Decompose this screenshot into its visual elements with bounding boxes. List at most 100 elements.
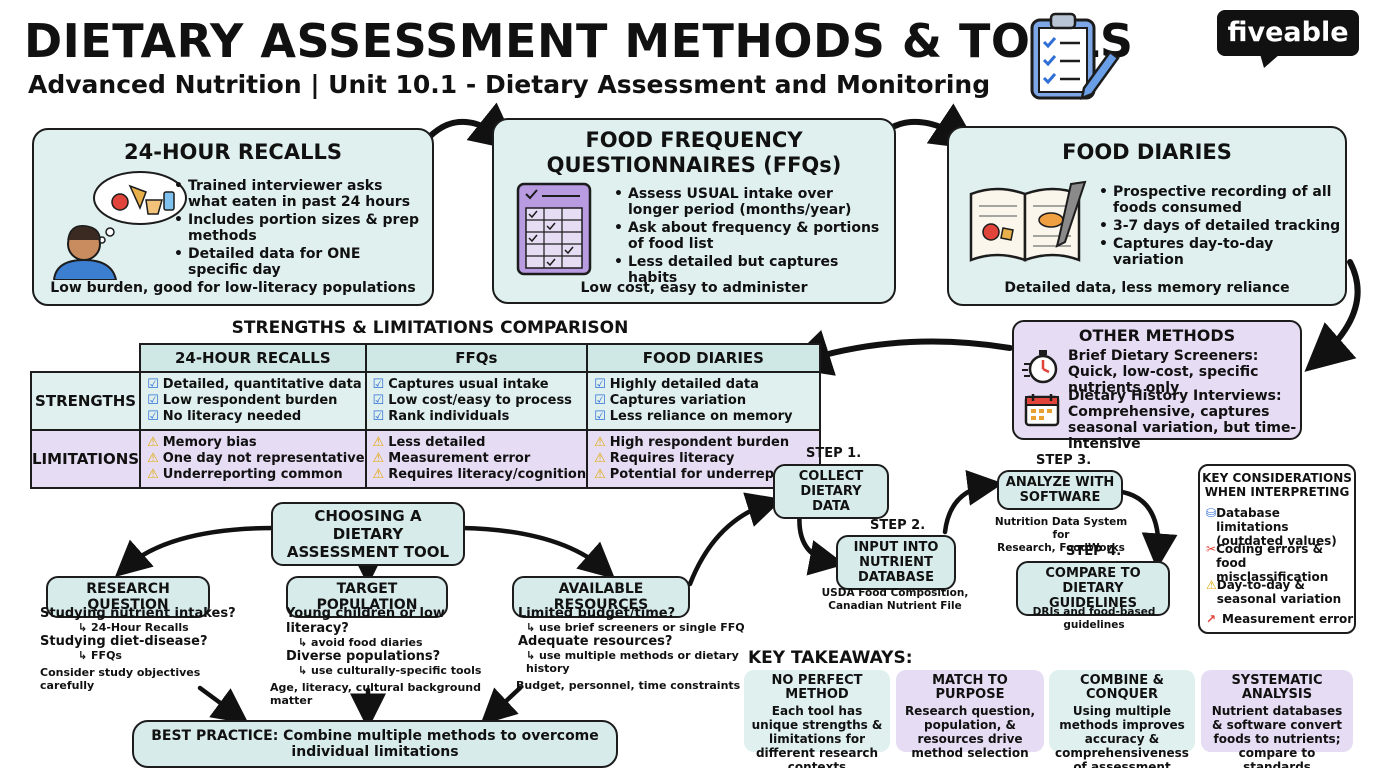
col-header-ffq: FFQs [364, 343, 589, 373]
population-q1: Young children or low literacy? [286, 606, 445, 636]
check-icon: ☑ [372, 409, 385, 424]
population-a2: use culturally-specific tools [311, 664, 482, 677]
comparison-table: 24-HOUR RECALLS FFQs FOOD DIARIES STRENG… [29, 343, 821, 489]
list-item: Ask about frequency & portions of food l… [612, 220, 888, 252]
population-a1-row: ↳ avoid food diaries [298, 636, 423, 649]
check-icon: ☑ [147, 393, 159, 408]
consideration-item: ⛁Database limitations (outdated values) [1206, 506, 1337, 548]
takeaway-card-no-perfect-method: NO PERFECT METHOD Each tool has unique s… [744, 670, 890, 768]
ffq-title: FOOD FREQUENCY QUESTIONNAIRES (FFQs) [494, 128, 894, 178]
tools-icon: ✂ [1206, 542, 1217, 556]
resources-a2: use multiple methods or dietary history [526, 649, 739, 675]
warning-icon: ⚠ [147, 451, 159, 466]
warning-icon: ⚠ [594, 467, 606, 482]
takeaway-card-systematic-analysis: SYSTEMATIC ANALYSIS Nutrient databases &… [1201, 670, 1353, 768]
key-considerations-card: KEY CONSIDERATIONS WHEN INTERPRETING ⛁Da… [1198, 464, 1356, 634]
resources-note: Budget, personnel, time constraints [516, 679, 741, 692]
step3-label: STEP 3. [1036, 453, 1092, 468]
list-item: Assess USUAL intake over longer period (… [612, 186, 888, 218]
table-row: STRENGTHS ☑Detailed, quantitative data ☑… [29, 371, 821, 431]
step4-line1: COMPARE TO [1045, 566, 1141, 581]
ffq-footer: Low cost, easy to administer [580, 280, 808, 296]
brand-logo-text: fiveable [1227, 17, 1349, 48]
recalls-title: 24-HOUR RECALLS [124, 140, 342, 164]
table-cell: ☑Highly detailed data ☑Captures variatio… [586, 371, 821, 431]
step3-note-line2: Research, FoodWorks [997, 542, 1125, 554]
takeaway-title: COMBINE & CONQUER [1080, 673, 1164, 702]
cell-text: Requires literacy [609, 451, 735, 466]
step2-line1: INPUT INTO [853, 540, 939, 555]
cell-text: High respondent burden [609, 435, 790, 450]
ffq-title-line1: FOOD FREQUENCY [585, 128, 803, 152]
step2-note-line2: Canadian Nutrient File [828, 600, 962, 612]
row-label-limitations: LIMITATIONS [29, 429, 142, 489]
available-resources-box: AVAILABLE RESOURCES [512, 576, 690, 618]
other-methods-item-history: Dietary History Interviews: Comprehensiv… [1068, 388, 1297, 452]
step2-box: INPUT INTO NUTRIENT DATABASE [836, 535, 956, 590]
research-a1-row: ↳ 24-Hour Recalls [78, 621, 189, 634]
cell-text: Detailed, quantitative data [162, 377, 362, 392]
page-title: DIETARY ASSESSMENT METHODS & TOOLS [24, 14, 1134, 68]
cell-text: Rank individuals [388, 409, 510, 424]
resources-a1: use brief screeners or single FFQ [539, 621, 745, 634]
check-icon: ☑ [594, 393, 606, 408]
person-thinking-icon [52, 171, 187, 280]
check-icon: ☑ [594, 377, 606, 392]
clipboard-icon [1030, 12, 1120, 101]
step2-label: STEP 2. [870, 518, 926, 533]
questionnaire-icon [516, 182, 592, 276]
research-a2-row: ↳ FFQs [78, 649, 122, 662]
research-q1: Studying nutrient intakes? [40, 606, 236, 621]
stopwatch-icon [1022, 350, 1058, 384]
list-item: Trained interviewer asks what eaten in p… [172, 178, 424, 210]
choosing-title-line1: CHOOSING A DIETARY [314, 507, 422, 543]
ffq-card: FOOD FREQUENCY QUESTIONNAIRES (FFQs) Ass… [492, 118, 896, 304]
step2-line3: DATABASE [858, 570, 934, 585]
warning-icon: ⚠ [1206, 578, 1217, 592]
step4-note: DRIs and food-based guidelines [1032, 606, 1156, 631]
check-icon: ☑ [147, 409, 159, 424]
step1-line2: DIETARY DATA [800, 484, 862, 514]
warning-icon: ⚠ [372, 467, 385, 482]
best-practice-box: BEST PRACTICE: Combine multiple methods … [132, 720, 618, 768]
check-icon: ☑ [147, 377, 159, 392]
brand-logo[interactable]: fiveable [1217, 10, 1359, 56]
considerations-title: KEY CONSIDERATIONS WHEN INTERPRETING [1200, 471, 1354, 499]
check-icon: ☑ [372, 377, 385, 392]
choosing-tool-box: CHOOSING A DIETARY ASSESSMENT TOOL [271, 502, 465, 566]
diaries-bullets: Prospective recording of all foods consu… [1097, 184, 1341, 270]
takeaway-body: Using multiple methods improves accuracy… [1055, 704, 1189, 768]
population-a1: avoid food diaries [311, 636, 423, 649]
research-question-details: Studying nutrient intakes? ↳ 24-Hour Rec… [40, 606, 250, 692]
step3-box: ANALYZE WITH SOFTWARE [997, 470, 1123, 510]
ffq-title-line2: QUESTIONNAIRES (FFQs) [546, 153, 842, 177]
check-icon: ☑ [594, 409, 606, 424]
step1-box: COLLECT DIETARY DATA [773, 464, 889, 519]
warning-icon: ⚠ [372, 435, 385, 450]
cell-text: Low respondent burden [162, 393, 338, 408]
list-item: 3-7 days of detailed tracking [1097, 218, 1341, 234]
table-cell: ⚠Less detailed ⚠Measurement error ⚠Requi… [364, 429, 589, 489]
cell-text: Potential for underreporting [609, 467, 819, 482]
table-cell: ☑Captures usual intake ☑Low cost/easy to… [364, 371, 589, 431]
warning-icon: ⚠ [594, 435, 606, 450]
table-cell: ☑Detailed, quantitative data ☑Low respon… [139, 371, 367, 431]
warning-icon: ⚠ [594, 451, 606, 466]
warning-icon: ⚠ [372, 451, 385, 466]
cell-text: Requires literacy/cognition [388, 467, 587, 482]
consideration-item: ↗Measurement error [1206, 612, 1354, 626]
list-item: Detailed data for ONE specific day [172, 246, 424, 278]
cell-text: Low cost/easy to process [388, 393, 572, 408]
research-question-box: RESEARCH QUESTION [46, 576, 210, 618]
diaries-card: FOOD DIARIES Prospective recording of al… [947, 126, 1347, 306]
cell-text: Measurement error [388, 451, 531, 466]
cell-text: Less detailed [388, 435, 486, 450]
col-header-diaries: FOOD DIARIES [586, 343, 821, 373]
step1-line1: COLLECT [798, 469, 864, 484]
population-a2-row: ↳ use culturally-specific tools [298, 664, 482, 677]
population-q2: Diverse populations? [286, 649, 441, 664]
choosing-title-line2: ASSESSMENT TOOL [286, 543, 450, 561]
cell-text: One day not representative [162, 451, 365, 466]
comparison-title: STRENGTHS & LIMITATIONS COMPARISON [231, 318, 629, 338]
research-q2: Studying diet-disease? [40, 634, 208, 649]
